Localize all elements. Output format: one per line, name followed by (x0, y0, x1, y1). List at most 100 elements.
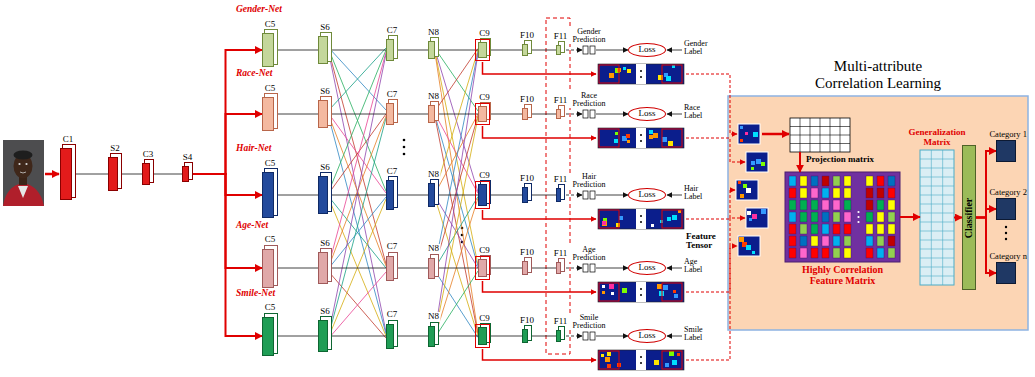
layer-slab-text: F11 (553, 249, 569, 258)
strip-gap (636, 128, 646, 148)
heatmap-cell (666, 76, 671, 81)
connector (596, 50, 628, 51)
layer-slab-text: N8 (427, 28, 440, 37)
layer-slab-text: S6 (319, 23, 331, 32)
category-box-text: Category 1 (989, 130, 1027, 139)
generalization-grid (920, 150, 954, 285)
correlation-cell (811, 200, 818, 210)
connector (435, 114, 478, 115)
ellipsis-dot (403, 153, 406, 156)
cross-connection (329, 199, 386, 336)
feature-map-strip (598, 350, 684, 370)
heatmap-cell (752, 251, 755, 254)
heatmap-cell (669, 351, 674, 356)
correlation-cell (811, 188, 818, 198)
heatmap-cell (749, 218, 752, 221)
ellipsis-dot (403, 139, 406, 142)
layer-slab-text: N8 (427, 244, 440, 253)
prediction-unit (590, 110, 595, 118)
correlation-cell (811, 236, 818, 246)
loss-oval-text: Loss (638, 263, 655, 272)
layer-slab: N8 (428, 183, 435, 207)
photo-jacket (3, 183, 44, 206)
heatmap-cell (747, 211, 751, 215)
loss-oval: Loss (628, 261, 666, 275)
cross-connection (435, 271, 478, 338)
connector (561, 114, 582, 115)
cross-connection (435, 198, 478, 336)
ellipsis-dot (857, 211, 859, 213)
prediction-unit (583, 46, 588, 54)
heatmap-cell (609, 284, 614, 289)
feature-extract-arrow (483, 349, 597, 360)
cross-connection (435, 49, 478, 112)
correlation-cell (877, 248, 884, 258)
layer-slab: N8 (428, 41, 435, 59)
prediction-output: Gender Prediction (582, 46, 596, 54)
correlation-cell (866, 236, 873, 246)
label-arrow (667, 268, 682, 269)
layer-slab: N8 (428, 105, 435, 123)
heatmap-cell (602, 285, 605, 288)
heatmap-cell (761, 209, 766, 214)
correlation-cell (822, 200, 829, 210)
loss-oval: Loss (628, 43, 666, 57)
correlation-cell (800, 188, 807, 198)
loss-oval: Loss (628, 329, 666, 343)
layer-slab-text: C9 (478, 29, 491, 38)
tensor-label: Feature Tensor (686, 232, 726, 251)
connector (487, 50, 522, 51)
strip-gap (636, 64, 646, 84)
correlation-cell (844, 176, 851, 186)
grid-line (790, 135, 850, 136)
layer-slab: C9 (478, 42, 487, 58)
cross-connection (329, 118, 386, 334)
layer-slab-text: S4 (182, 153, 194, 162)
cross-connection (435, 53, 478, 333)
heatmap-cell (605, 357, 610, 362)
correlation-cell (888, 224, 895, 234)
loss-oval: Loss (628, 107, 666, 121)
photo-hair (14, 151, 33, 160)
cross-connection (329, 114, 386, 193)
layer-slab-text: C9 (478, 93, 491, 102)
branch-name: Smile-Net (236, 289, 275, 299)
ellipsis-dot (640, 221, 642, 223)
heatmap-cell (672, 360, 677, 365)
ground-truth-label: Age Label (684, 258, 716, 275)
correlation-cell (877, 212, 884, 222)
connector (596, 336, 628, 337)
layer-slab: F11 (556, 188, 561, 202)
connector (394, 268, 428, 269)
connector (487, 268, 522, 269)
projection-arrow (762, 133, 789, 136)
feature-map-strip (598, 64, 684, 84)
connector (954, 217, 962, 219)
connector (274, 268, 318, 269)
correlation-cell (800, 236, 807, 246)
correlation-cell (866, 188, 873, 198)
heatmap-cell (665, 363, 669, 367)
grid-line (920, 258, 954, 259)
heatmap-cell (756, 159, 761, 164)
category-box-text: Category 2 (989, 188, 1027, 197)
correlation-panel: Multi-attribute Correlation LearningProj… (728, 96, 1028, 330)
prediction-unit (583, 110, 588, 118)
connector (72, 174, 108, 175)
heatmap-cell (622, 288, 627, 293)
cross-connection (329, 114, 386, 193)
projection-matrix: Projection matrix (790, 118, 850, 152)
layer-slab-text: C5 (264, 159, 277, 168)
correlation-cell (789, 212, 796, 222)
tensor-slice (746, 208, 768, 228)
connector (528, 195, 556, 196)
input-arrow (45, 173, 59, 176)
feature-extract-arrow (483, 281, 597, 292)
correlation-cell (888, 188, 895, 198)
dashed-feature-arrow (686, 138, 745, 162)
photo-eye (25, 163, 27, 165)
correlation-cell (866, 248, 873, 258)
layer-slab-text: S2 (109, 144, 121, 153)
cross-connection (329, 272, 386, 338)
cross-connection (329, 54, 386, 332)
